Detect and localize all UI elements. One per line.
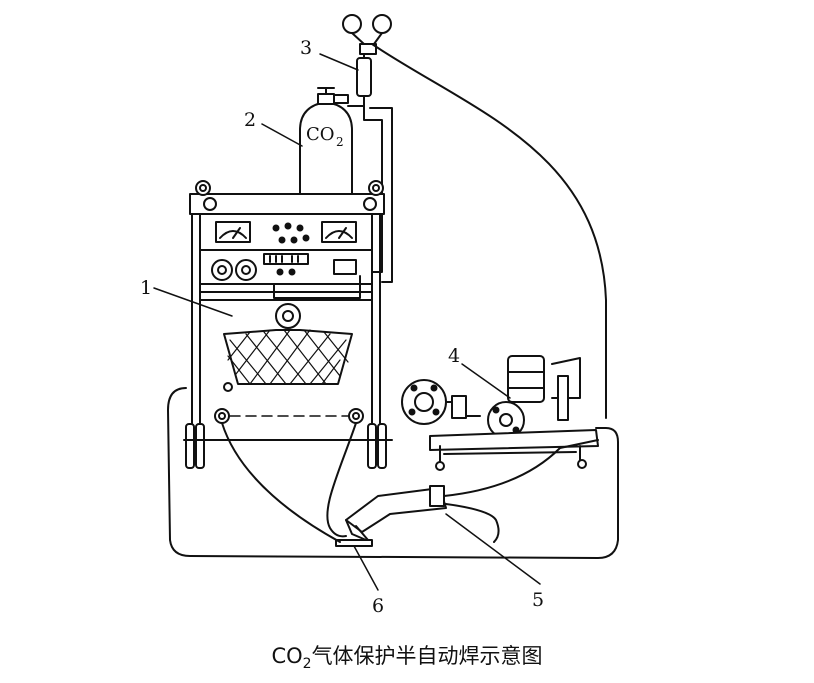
gas-hose-to-cabinet bbox=[363, 105, 383, 273]
caption-sub: 2 bbox=[302, 656, 312, 673]
gauge-left-dial bbox=[342, 14, 362, 34]
callout-leaders bbox=[153, 53, 541, 591]
cylinder-label: CO bbox=[306, 124, 335, 145]
flowmeter-tube bbox=[356, 57, 372, 97]
callout-1: 1 bbox=[140, 277, 152, 299]
feeder-base bbox=[429, 429, 599, 451]
figure-caption: CO2气体保护半自动焊示意图 bbox=[0, 640, 814, 672]
gauge-right-dial bbox=[372, 14, 392, 34]
cylinder-label-sub: 2 bbox=[336, 135, 344, 149]
callout-5: 5 bbox=[532, 589, 544, 611]
power-cable-loop bbox=[167, 387, 619, 559]
feed-motor bbox=[507, 355, 545, 403]
wire-spool bbox=[401, 379, 447, 425]
callout-4: 4 bbox=[448, 345, 460, 367]
workpiece bbox=[335, 539, 373, 547]
co2-cylinder: CO 2 bbox=[299, 87, 353, 197]
torch-lead-cable bbox=[326, 422, 357, 538]
torch-cable bbox=[443, 439, 599, 497]
gas-flowmeter bbox=[342, 14, 392, 107]
welding-torch bbox=[345, 485, 447, 541]
callout-6: 6 bbox=[372, 595, 384, 617]
callout-3: 3 bbox=[300, 37, 312, 59]
gas-hose-to-feeder bbox=[371, 43, 607, 419]
transformer-mesh bbox=[227, 329, 349, 385]
caption-prefix: CO bbox=[271, 644, 303, 668]
caption-text: 气体保护半自动焊示意图 bbox=[311, 644, 543, 668]
transformer-core bbox=[223, 329, 353, 385]
callout-2: 2 bbox=[244, 109, 256, 131]
wire-feeder bbox=[401, 355, 599, 471]
power-source-cabinet bbox=[183, 180, 393, 469]
work-lead-cable bbox=[221, 422, 341, 543]
